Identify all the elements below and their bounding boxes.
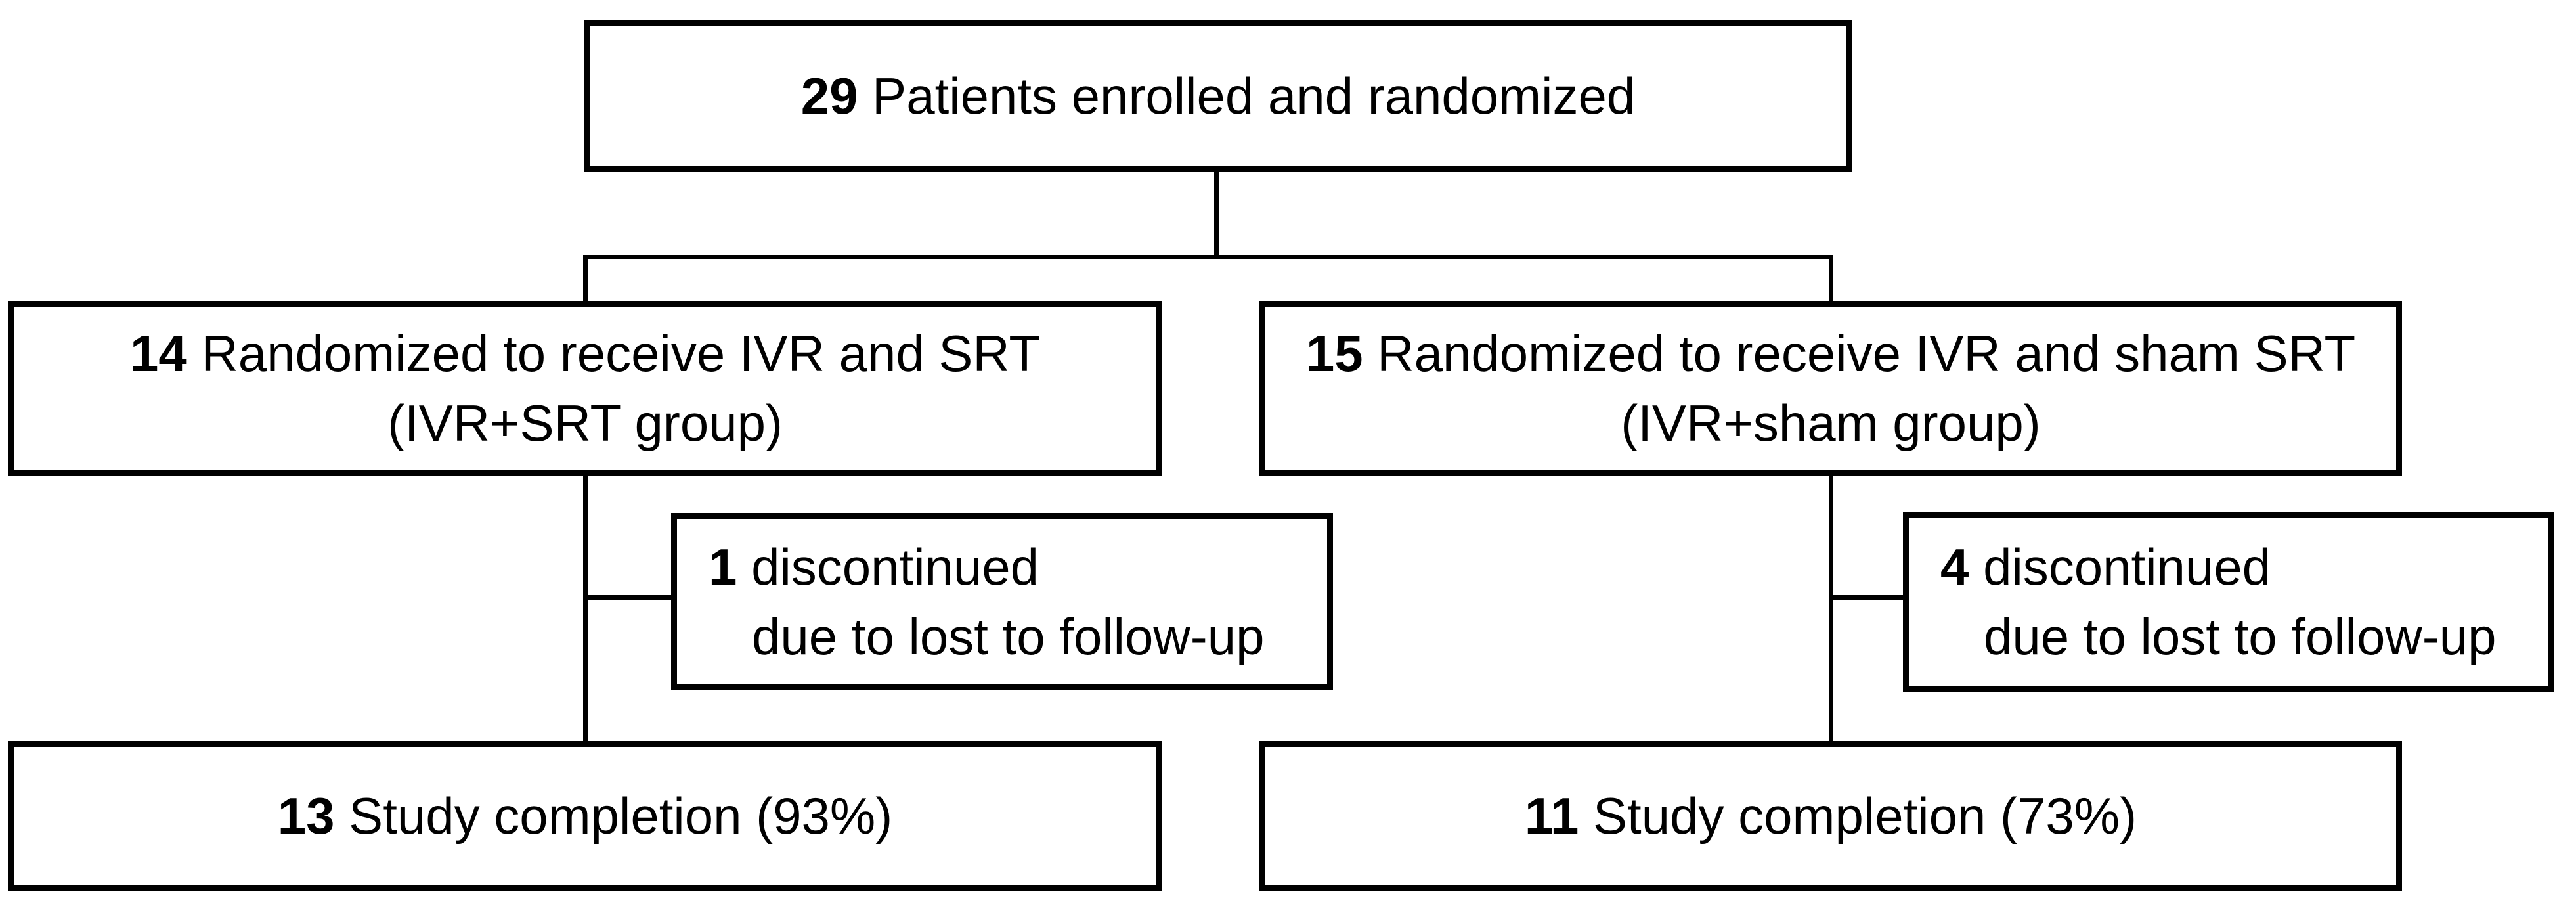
box-enrollment: 29 Patients enrolled and randomized [584,20,1852,172]
connector-vertical-left-arm [583,472,588,745]
connector-stub-left-discontinued [585,595,677,600]
left-randomized-text: 14 Randomized to receive IVR and SRT [130,319,1040,388]
box-randomized-ivr-sham: 15 Randomized to receive IVR and sham SR… [1259,301,2402,476]
right-discontinued-text: 4 discontinued [1940,532,2271,602]
box-completion-right: 11 Study completion (73%) [1259,741,2402,891]
right-completion-text: 11 Study completion (73%) [1525,781,2137,851]
left-randomized-group: (IVR+SRT group) [387,394,783,452]
right-completion-count: 11 [1524,787,1579,845]
left-discontinued-label: discontinued [751,537,1039,596]
enrollment-label: Patients enrolled and randomized [872,66,1636,125]
box-completion-left: 13 Study completion (93%) [8,741,1162,891]
right-randomized-label: Randomized to receive IVR and sham SRT [1377,324,2356,382]
right-randomized-text: 15 Randomized to receive IVR and sham SR… [1306,319,2355,388]
left-randomized-count: 14 [130,324,187,382]
box-discontinued-left: 1 discontinued due to lost to follow-up [671,513,1333,690]
left-discontinued-text: 1 discontinued [709,532,1039,602]
left-completion-text: 13 Study completion (93%) [278,781,893,851]
connector-vertical-right-arm [1829,472,1833,745]
connector-drop-right [1829,255,1833,305]
enrollment-text: 29 Patients enrolled and randomized [801,61,1636,131]
right-completion-label: Study completion (73%) [1593,787,2137,845]
connector-drop-left [583,255,588,305]
box-discontinued-right: 4 discontinued due to lost to follow-up [1903,512,2554,692]
right-discontinued-label: discontinued [1983,537,2271,596]
right-discontinued-count: 4 [1940,537,1969,596]
left-discontinued-reason: due to lost to follow-up [752,608,1265,665]
connector-branch-horizontal [583,255,1833,259]
right-randomized-count: 15 [1305,324,1363,382]
connector-stub-right-discontinued [1831,595,1911,600]
right-randomized-group: (IVR+sham group) [1621,394,2041,452]
enrollment-count: 29 [800,66,858,125]
left-randomized-label: Randomized to receive IVR and SRT [201,324,1040,382]
right-discontinued-reason: due to lost to follow-up [1984,608,2497,665]
left-completion-count: 13 [277,787,335,845]
connector-stem-from-enrollment [1214,167,1219,259]
left-completion-label: Study completion (93%) [349,787,893,845]
left-discontinued-count: 1 [709,537,737,596]
box-randomized-ivr-srt: 14 Randomized to receive IVR and SRT (IV… [8,301,1162,476]
